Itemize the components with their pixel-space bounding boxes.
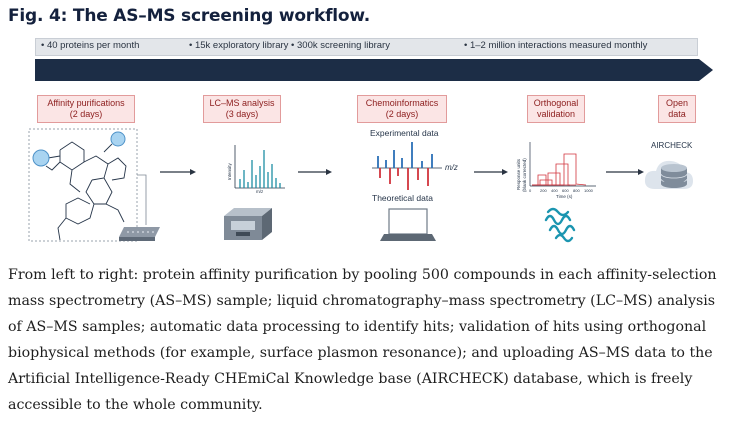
validation-tick: 800 — [573, 188, 580, 193]
spr-sensorgram: Response units (blank corrected) 0 200 4… — [516, 142, 596, 199]
process-arrow — [606, 169, 644, 175]
process-arrows — [160, 169, 644, 175]
validation-xlabel: Time (s) — [556, 194, 573, 199]
metric-libraries: • 15k exploratory library • 300k screeni… — [189, 40, 390, 51]
metrics-bar: • 40 proteins per month • 15k explorator… — [35, 38, 698, 56]
mz-label: m/z — [445, 163, 458, 172]
validation-tick: 1000 — [584, 188, 594, 193]
database-icon — [660, 164, 688, 188]
sensorgram-trace — [532, 174, 547, 186]
compound-structure — [45, 141, 127, 241]
stage-orthogonal-validation: Orthogonal validation — [527, 95, 585, 123]
stage-title: LC–MS analysis — [209, 98, 275, 108]
chemoinformatics-illustration: Experimental data m/z Theoretical data — [370, 128, 458, 203]
metric-interactions: • 1–2 million interactions measured mont… — [464, 40, 648, 51]
stage-title: Affinity purifications — [47, 98, 125, 108]
validation-tick: 600 — [562, 188, 569, 193]
affinity-purification-illustration — [28, 128, 160, 242]
aircheck-label: AIRCHECK — [651, 141, 693, 150]
bead-icon — [32, 149, 61, 167]
validation-ylabel-1: Response units — [516, 158, 521, 190]
metric-proteins: • 40 proteins per month — [41, 40, 140, 51]
figure-caption: From left to right: protein affinity pur… — [8, 267, 717, 413]
mass-spectrometer-icon — [224, 208, 272, 240]
lcms-spectrum: Intensity m/z — [227, 145, 285, 194]
sensorgram-trace — [532, 153, 587, 186]
stage-duration: data — [668, 109, 686, 119]
workflow-illustrations: Intensity m/z Experimental data m/z — [28, 128, 693, 243]
stage-duration: validation — [536, 109, 576, 119]
validation-tick: 400 — [551, 188, 558, 193]
stage-title: Open — [665, 98, 689, 108]
validation-tick: 200 — [540, 188, 547, 193]
theoretical-data-label: Theoretical data — [372, 193, 433, 203]
stage-duration: (3 days) — [225, 109, 259, 119]
experimental-data-label: Experimental data — [370, 128, 439, 138]
laptop-icon — [380, 208, 436, 241]
process-arrow — [160, 169, 196, 175]
workflow-timeline-arrow — [35, 59, 713, 81]
process-arrow — [298, 169, 332, 175]
validation-ylabel-2: (blank corrected) — [522, 158, 527, 192]
figure-title: Fig. 4: The AS–MS screening workflow. — [8, 6, 371, 26]
aircheck-database: AIRCHECK — [644, 141, 693, 189]
sensorgram-trace — [532, 163, 576, 186]
lcms-xlabel: m/z — [256, 189, 264, 194]
process-arrow — [474, 169, 508, 175]
bead-icon — [103, 131, 126, 153]
stage-chemoinformatics: Chemoinformatics (2 days) — [357, 95, 447, 123]
connector-line — [137, 174, 147, 225]
stage-duration: (2 days) — [385, 109, 419, 119]
stage-lcms-analysis: LC–MS analysis (3 days) — [203, 95, 281, 123]
validation-tick: 0 — [529, 188, 532, 193]
stage-affinity-purifications: Affinity purifications (2 days) — [37, 95, 135, 123]
stage-title: Chemoinformatics — [365, 98, 439, 108]
stage-title: Orthogonal — [533, 98, 579, 108]
well-plate-icon — [119, 227, 160, 241]
protein-structure-icon — [544, 207, 576, 243]
stage-open-data: Open data — [658, 95, 696, 123]
stage-duration: (2 days) — [69, 109, 103, 119]
lcms-ylabel: Intensity — [227, 162, 232, 180]
